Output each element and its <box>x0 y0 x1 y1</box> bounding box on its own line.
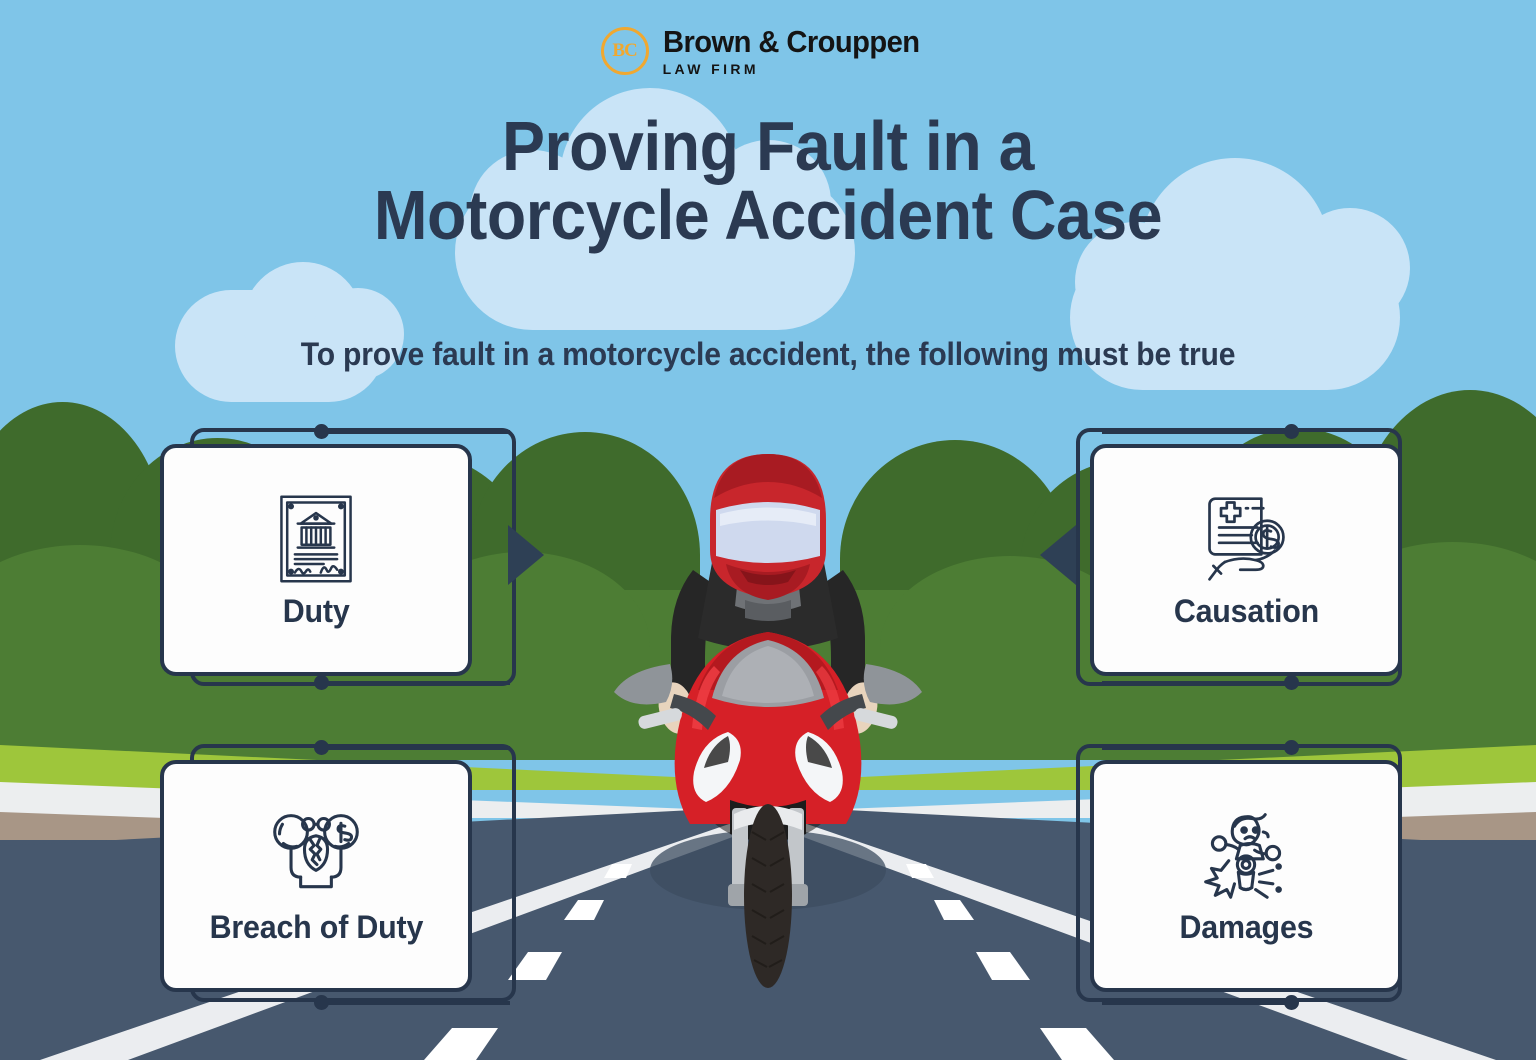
arrow-left-icon <box>1040 525 1076 585</box>
arrow-right-icon <box>508 525 544 585</box>
card-label-causation: Causation <box>1173 592 1319 629</box>
connector-stem-bottom <box>1102 1001 1292 1005</box>
page-title-line-2: Motorcycle Accident Case <box>373 175 1163 254</box>
page-title: Proving Fault in a Motorcycle Accident C… <box>61 107 1474 254</box>
logo-firm-name: Brown & Crouppen <box>662 24 920 59</box>
broken-scales-icon <box>273 813 359 888</box>
card-body-breach[interactable]: Breach of Duty <box>160 760 472 992</box>
motorcycle-crash-icon <box>1204 812 1282 899</box>
card-causation[interactable]: Causation <box>1040 424 1456 692</box>
page-title-line-1: Proving Fault in a <box>501 107 1035 185</box>
connector-stem-top <box>320 430 510 434</box>
connector-stem-top <box>1102 746 1292 750</box>
brand-logo[interactable]: BC Brown & Crouppen LAW FIRM <box>0 26 1536 76</box>
medical-bill-hand-icon <box>1208 496 1285 581</box>
logo-tagline: LAW FIRM <box>662 61 759 77</box>
card-body-causation[interactable]: Causation <box>1090 444 1402 676</box>
logo-monogram-icon: BC <box>600 27 649 75</box>
page-subtitle: To prove fault in a motorcycle accident,… <box>300 336 1236 372</box>
card-body-damages[interactable]: Damages <box>1090 760 1402 992</box>
card-breach-of-duty[interactable]: Breach of Duty <box>160 740 560 1012</box>
certificate-icon <box>280 495 352 582</box>
connector-stem-top <box>1102 430 1292 434</box>
card-label-duty: Duty <box>282 592 350 629</box>
logo-wordmark: Brown & Crouppen LAW FIRM <box>663 26 936 76</box>
connector-stem-top <box>320 746 510 750</box>
card-duty[interactable]: Duty <box>160 424 560 692</box>
card-label-damages: Damages <box>1179 908 1313 945</box>
motorcycle-illustration <box>614 454 922 988</box>
lane-markings <box>424 864 1114 1060</box>
connector-stem-bottom <box>320 1001 510 1005</box>
card-label-breach: Breach of Duty <box>209 908 423 945</box>
card-body-duty[interactable]: Duty <box>160 444 472 676</box>
card-damages[interactable]: Damages <box>1056 740 1456 1012</box>
